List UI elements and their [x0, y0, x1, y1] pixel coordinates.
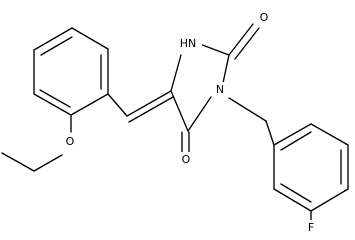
bond-left-ring-inner-3: [39, 89, 71, 108]
o-bottom-label: O: [182, 153, 191, 166]
bond-bottom-carbonyl-to-ring-carbon: [170, 90, 189, 132]
bond-left-ring-4: [70, 93, 109, 116]
bond-top-carbonyl-double-1: [228, 23, 254, 56]
f-label: F: [308, 221, 314, 234]
bond-right-ring-inner-3: [280, 183, 312, 203]
bond-right-ring-2: [310, 123, 349, 146]
bond-n-to-benzyl-ch2: [228, 97, 267, 122]
o-top-label-background: [256, 9, 272, 25]
bond-n-to-bottom-carbonyl: [187, 96, 212, 132]
o-ether-label-background: [62, 134, 78, 150]
bond-top-carbonyl-double-2: [234, 27, 260, 60]
bond-right-ring-inner-1: [280, 131, 312, 151]
bond-left-ring-5: [33, 93, 72, 116]
bond-left-ring-2: [71, 27, 109, 50]
bond-ring-carbon-to-nh: [170, 54, 182, 92]
bond-left-ring-1: [33, 27, 73, 51]
bond-ring-to-methine: [107, 93, 128, 117]
bond-methine-double-inner: [128, 96, 174, 123]
bond-ethyl: [1, 152, 35, 172]
o-bottom-label-background: [178, 152, 194, 168]
bond-benzyl-ch2-to-ring: [265, 120, 275, 146]
bond-nh-to-carbonyl: [196, 42, 230, 56]
bond-right-ring-1: [273, 123, 312, 146]
bond-right-ring-5: [273, 188, 312, 212]
bond-right-ring-4: [310, 188, 349, 212]
bond-ether-oxygen-to-ch2: [33, 154, 63, 172]
f-label-background: [303, 220, 319, 236]
n-ring-label: N: [216, 83, 224, 96]
bond-layer: [1, 23, 349, 223]
atom-label-layer: O HN N O O F: [62, 9, 319, 236]
o-ether-label: O: [66, 135, 75, 148]
o-top-label: O: [260, 11, 269, 24]
bond-left-ring-inner-1: [40, 36, 73, 56]
bond-methine-to-ring-carbon: [126, 90, 172, 117]
nh-label: HN: [180, 37, 197, 50]
n-ring-label-background: [212, 82, 228, 98]
bond-top-carbonyl-to-n: [222, 54, 230, 84]
nh-label-background: [174, 35, 202, 51]
